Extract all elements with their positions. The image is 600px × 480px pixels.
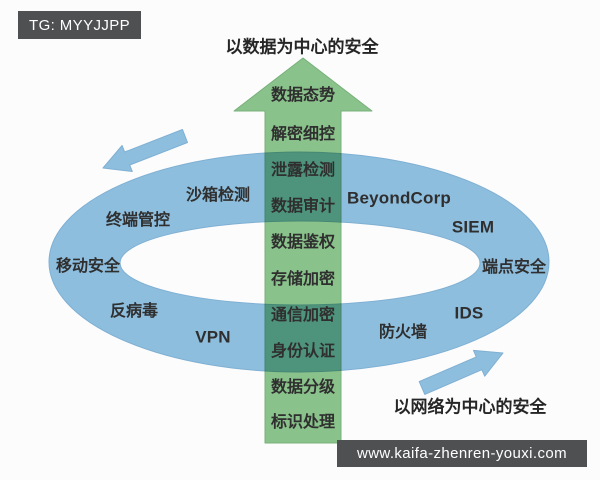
rotation-arrow-top-left-icon — [102, 129, 188, 172]
rotation-arrow-bottom-right-icon — [418, 349, 504, 395]
ring-label-siem: SIEM — [451, 217, 495, 237]
ring-label-ids: IDS — [454, 303, 484, 323]
ring-label-vpn: VPN — [195, 327, 231, 347]
tg-watermark-badge: TG: MYYJJPP — [18, 11, 142, 39]
arrow-label-data-audit: 数据审计 — [270, 198, 336, 215]
data-centric-title: 以数据为中心的安全 — [225, 37, 379, 57]
arrow-label-data-situation: 数据态势 — [270, 87, 336, 104]
ring-label-beyondcorp: BeyondCorp — [347, 188, 451, 208]
network-centric-title: 以网络为中心的安全 — [393, 397, 547, 417]
arrow-label-decrypt-control: 解密细控 — [270, 126, 336, 143]
ring-label-mobile-security: 移动安全 — [55, 258, 121, 275]
ring-label-endpoint-security: 端点安全 — [481, 259, 547, 276]
arrow-label-data-authz: 数据鉴权 — [270, 234, 336, 251]
ring-label-firewall: 防火墙 — [378, 324, 428, 341]
arrow-label-comm-encryption: 通信加密 — [270, 307, 336, 324]
arrow-label-id-processing: 标识处理 — [270, 414, 336, 431]
arrow-label-leak-detection: 泄露检测 — [270, 162, 336, 179]
ring-label-sandbox-detection: 沙箱检测 — [185, 187, 251, 204]
ring-label-terminal-management: 终端管控 — [105, 212, 171, 229]
website-watermark-badge: www.kaifa-zhenren-youxi.com — [337, 440, 587, 467]
network-ring-shape — [48, 151, 550, 373]
arrow-label-identity-auth: 身份认证 — [270, 343, 336, 360]
ring-label-antivirus: 反病毒 — [109, 303, 159, 320]
arrow-label-storage-encryption: 存储加密 — [270, 271, 336, 288]
data-arrow-shape — [233, 57, 373, 444]
arrow-label-data-classification: 数据分级 — [270, 379, 336, 396]
